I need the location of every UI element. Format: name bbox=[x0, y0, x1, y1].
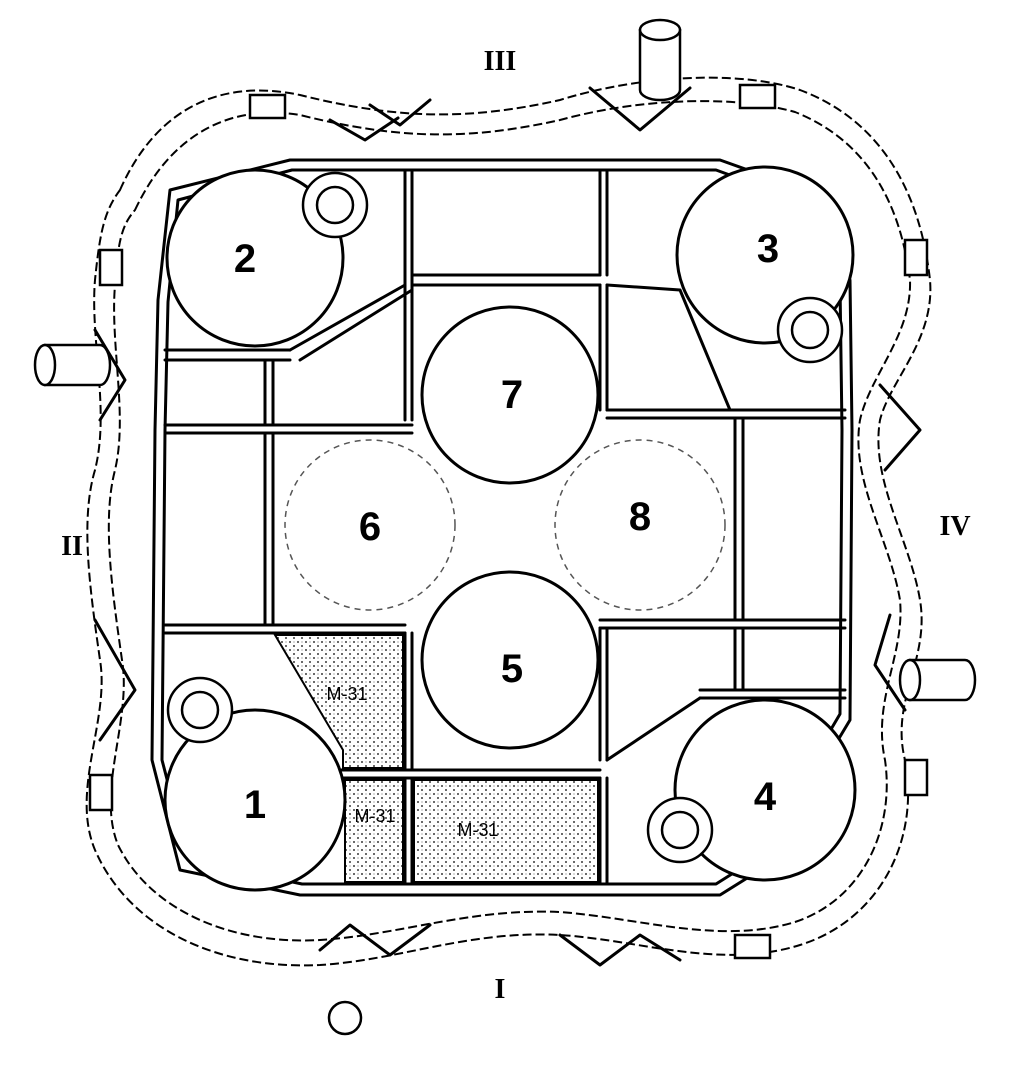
side-label-right: IV bbox=[939, 511, 970, 542]
side-label-left: II bbox=[61, 531, 83, 562]
vessel-5-label: 5 bbox=[501, 647, 523, 691]
inner-hull-outline bbox=[107, 100, 912, 942]
interior-walls bbox=[163, 168, 847, 886]
vessel-5-circle bbox=[420, 570, 600, 750]
side-label-bottom: I bbox=[495, 974, 506, 1005]
vessel-8-circle bbox=[554, 439, 726, 611]
vessel-1-circle bbox=[163, 708, 347, 892]
vessel-2-circle bbox=[165, 168, 345, 348]
stippled-label-upper: M-31 bbox=[326, 684, 367, 704]
vessel-2-label: 2 bbox=[234, 237, 256, 281]
hull-bracing-bottom bbox=[318, 923, 682, 967]
vessel-6-circle bbox=[284, 439, 456, 611]
stippled-label-lower-small: M-31 bbox=[354, 806, 395, 826]
vessel-3-label: 3 bbox=[757, 227, 779, 271]
outer-hull-outline bbox=[85, 76, 932, 967]
vessel-6-label: 6 bbox=[359, 505, 381, 549]
vessel-4-circle bbox=[673, 698, 857, 882]
vessel-4-label: 4 bbox=[754, 775, 777, 819]
hull-cylinders bbox=[33, 18, 977, 1036]
tank-fittings bbox=[166, 171, 844, 864]
stippled-area-lower-large bbox=[413, 779, 599, 883]
side-label-top: III bbox=[484, 46, 517, 77]
vessel-1-label: 1 bbox=[244, 783, 266, 827]
vessel-7-circle bbox=[420, 305, 600, 485]
hull-bracing-top bbox=[328, 86, 692, 142]
vessel-8-label: 8 bbox=[629, 495, 651, 539]
stippled-label-lower-large: M-31 bbox=[457, 820, 498, 840]
stippled-area-lower-small bbox=[344, 779, 404, 883]
stippled-area-upper bbox=[273, 634, 404, 769]
vessel-7-label: 7 bbox=[501, 373, 523, 417]
hull-bracing-right bbox=[873, 383, 922, 712]
